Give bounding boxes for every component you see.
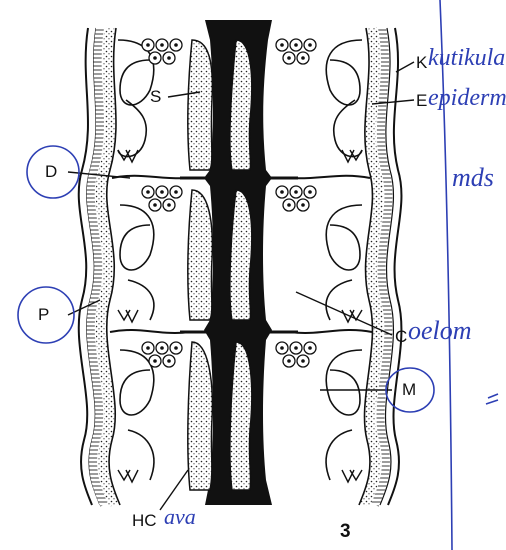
label-m: M [402, 381, 416, 398]
label-d: D [45, 163, 57, 180]
handwriting-epidermis: epidermis [428, 86, 506, 110]
handwriting-muscle: mds [452, 165, 494, 191]
label-c: C [395, 328, 407, 345]
label-hc: HC [132, 512, 157, 529]
handwriting-cuticle: kutikula [428, 46, 505, 70]
left-organs [118, 40, 154, 480]
right-body-wall [359, 28, 401, 505]
handwriting-hc: ava [164, 506, 196, 528]
left-body-wall [79, 28, 120, 505]
handwriting-coelom: oelom [408, 318, 472, 344]
figure-number: 3 [340, 522, 351, 541]
label-k: K [416, 54, 427, 71]
right-organs [326, 40, 362, 480]
label-p: P [38, 306, 49, 323]
label-s: S [150, 88, 161, 105]
label-e: E [416, 92, 427, 109]
